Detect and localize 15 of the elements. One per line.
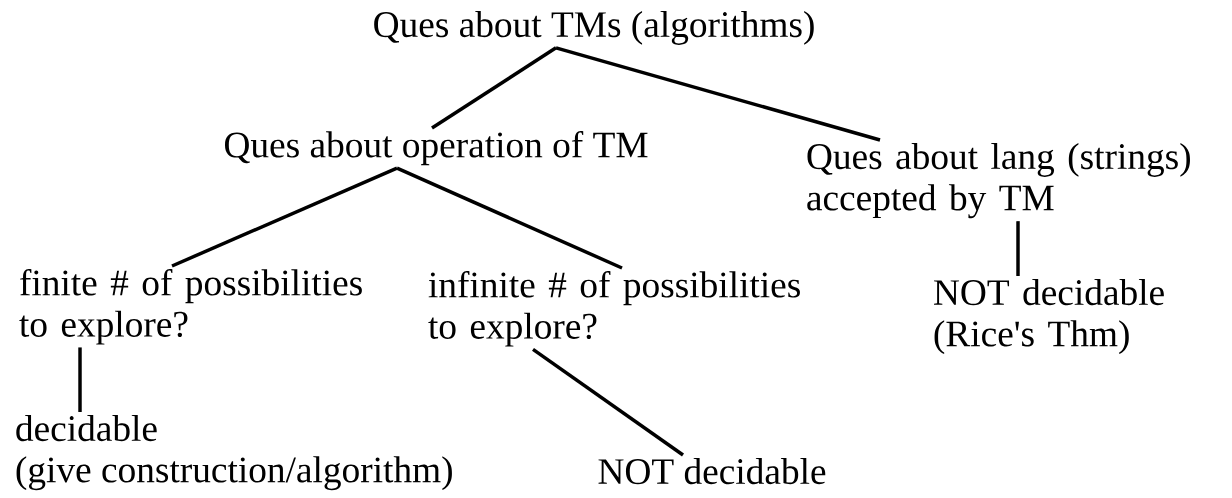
connector-line [532, 348, 684, 457]
connector-line [396, 166, 623, 270]
node-text: NOT decidable [598, 457, 826, 485]
connector-line [171, 166, 398, 268]
node-text: decidable (give construction/algorithm) [16, 414, 452, 491]
node-text: infinite # of possibilities to explore? [428, 270, 800, 347]
node-text: Ques about TMs (algorithms) [374, 10, 814, 45]
connector-line [555, 46, 881, 142]
connector-line [1016, 221, 1020, 276]
connector-line [431, 46, 557, 130]
node-text: Ques about operation of TM [225, 130, 648, 166]
connector-line [78, 347, 82, 412]
node-text: Ques about lang (strings) accepted by TM [807, 142, 1190, 219]
node-text: NOT decidable (Rice's Thm) [934, 278, 1164, 355]
node-text: finite # of possibilities to explore? [19, 268, 362, 345]
